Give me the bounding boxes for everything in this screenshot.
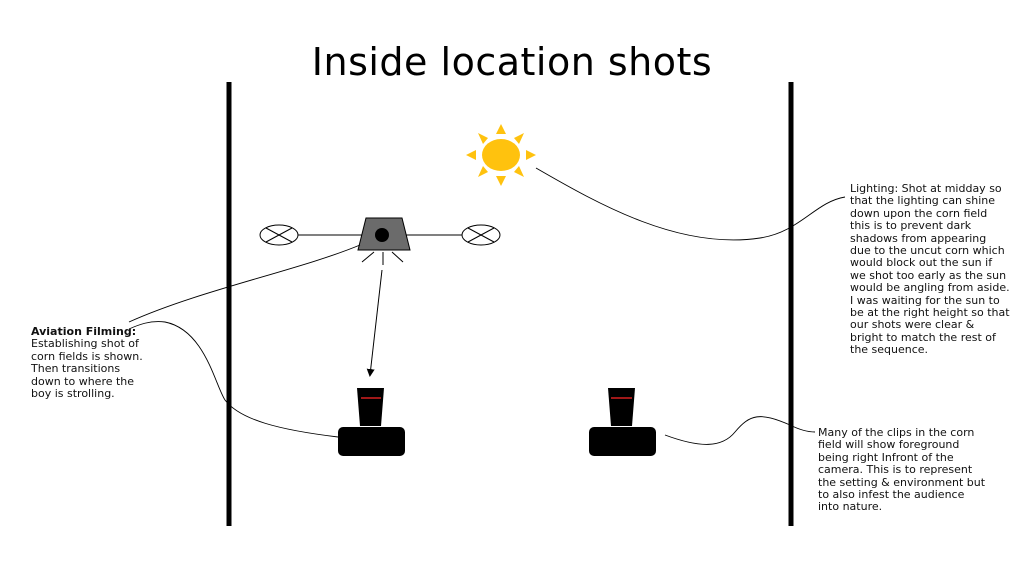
aviation-filming-note: Aviation Filming: Establishing shot of c… [31,325,151,401]
drone-to-camera-arrow [366,269,383,377]
camera-icon [589,388,656,456]
sun-icon [466,124,536,186]
aviation-filming-heading: Aviation Filming: [31,325,137,338]
left-rotor [259,224,299,246]
foreground-note: Many of the clips in the corn field will… [818,426,988,514]
lighting-text: Lighting: Shot at midday so that the lig… [850,182,1010,357]
lighting-note: Lighting: Shot at midday so that the lig… [850,182,1010,357]
drone-icon [259,217,501,265]
page-title: Inside location shots [311,40,713,84]
foreground-text: Many of the clips in the corn field will… [818,426,986,514]
camera-icon [338,388,405,456]
connector-camera-to-aviation-note [128,321,339,438]
right-rotor [461,224,501,246]
connector-sun-to-lighting-note [535,167,846,241]
aviation-filming-text: Establishing shot of corn fields is show… [31,337,143,401]
connector-drone-to-aviation-note [128,244,361,323]
connector-camera-to-foreground-note [664,416,816,445]
